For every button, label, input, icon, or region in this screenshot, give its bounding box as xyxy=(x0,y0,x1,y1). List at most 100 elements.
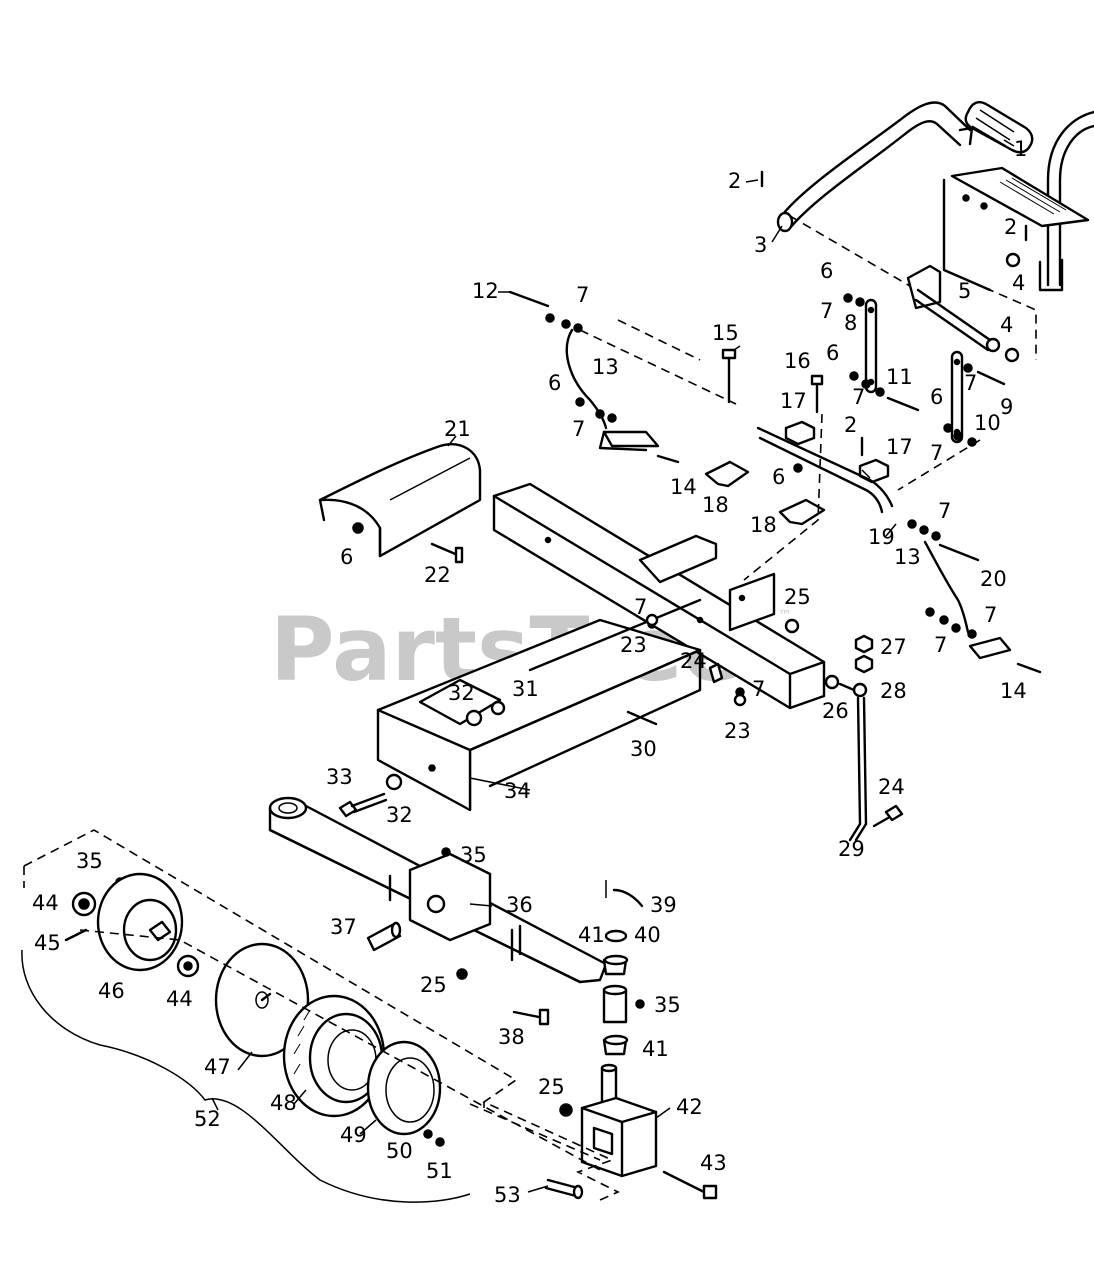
part-35-screw xyxy=(441,847,451,857)
label-part-21: 21 xyxy=(444,417,471,441)
part-9-bolt xyxy=(976,370,1006,386)
label-part-7: 7 xyxy=(634,595,647,619)
label-part-35: 35 xyxy=(76,849,103,873)
part-24-clip-line xyxy=(872,816,890,828)
label-part-20: 20 xyxy=(980,567,1007,591)
part-23-washer xyxy=(645,613,659,627)
label-part-7: 7 xyxy=(572,417,585,441)
part-26-washer xyxy=(824,674,840,690)
label-part-15: 15 xyxy=(712,321,739,345)
frame-assembly xyxy=(318,443,904,842)
label-part-6: 6 xyxy=(340,545,353,569)
label-part-42: 42 xyxy=(676,1095,703,1119)
part-14-bracket-right xyxy=(968,636,1042,674)
part-42-spindle xyxy=(580,1063,658,1178)
part-18-clip xyxy=(778,498,826,526)
label-part-43: 43 xyxy=(700,1151,727,1175)
label-part-7: 7 xyxy=(938,499,951,523)
label-part-9: 9 xyxy=(1000,395,1013,419)
label-part-22: 22 xyxy=(424,563,451,587)
part-23-washer xyxy=(733,693,747,707)
wheel-group-dashed-outline xyxy=(23,829,620,1201)
part-29-rod xyxy=(848,696,868,842)
label-part-18: 18 xyxy=(702,493,729,517)
leader-dashed xyxy=(579,329,737,405)
label-part-37: 37 xyxy=(330,915,357,939)
label-part-23: 23 xyxy=(724,719,751,743)
label-part-7: 7 xyxy=(576,283,589,307)
part-12-bolt xyxy=(508,290,550,308)
part-1-grip xyxy=(964,101,1034,154)
label-leaders xyxy=(211,139,1015,1193)
label-part-26: 26 xyxy=(822,699,849,723)
part-46-hub xyxy=(96,872,184,972)
part-24-clip xyxy=(884,804,904,822)
part-18-clip xyxy=(704,460,750,488)
label-part-29: 29 xyxy=(838,837,865,861)
part-45-bolt xyxy=(64,928,88,942)
part-36-axle xyxy=(268,796,608,984)
part-44-bearing xyxy=(71,891,97,917)
leader-dashed xyxy=(789,215,911,287)
part-27-nut xyxy=(854,654,874,674)
label-part-4: 4 xyxy=(1012,271,1025,295)
label-part-35: 35 xyxy=(460,843,487,867)
label-part-7: 7 xyxy=(752,677,765,701)
part-32-washer xyxy=(465,709,483,727)
part-10-link xyxy=(950,350,964,444)
part-37-bushing xyxy=(366,921,402,952)
label-part-44: 44 xyxy=(32,891,59,915)
leader-dashed xyxy=(743,413,823,581)
label-part-46: 46 xyxy=(98,979,125,1003)
label-part-6: 6 xyxy=(820,259,833,283)
part-13-cable-left xyxy=(565,328,608,430)
part-24-clip xyxy=(708,662,724,684)
label-part-7: 7 xyxy=(964,371,977,395)
part-25-nut xyxy=(456,968,468,980)
axle-assembly xyxy=(21,796,718,1203)
part-15-bolt xyxy=(721,348,737,404)
label-part-4: 4 xyxy=(1000,313,1013,337)
part-14-bracket-left xyxy=(598,430,680,464)
label-part-7: 7 xyxy=(930,441,943,465)
label-part-2: 2 xyxy=(844,413,857,437)
label-part-8: 8 xyxy=(844,311,857,335)
part-35-screw xyxy=(635,999,645,1009)
label-part-14: 14 xyxy=(1000,679,1027,703)
label-part-41: 41 xyxy=(642,1037,669,1061)
label-part-6: 6 xyxy=(930,385,943,409)
part-30-bolt xyxy=(626,710,658,726)
label-part-52: 52 xyxy=(194,1107,221,1131)
label-part-16: 16 xyxy=(784,349,811,373)
label-part-35: 35 xyxy=(654,993,681,1017)
part-20-bolt xyxy=(938,543,980,562)
part-17-block xyxy=(858,458,890,484)
part-51-screw xyxy=(435,1137,445,1147)
part-4-washer xyxy=(1004,347,1020,363)
label-part-6: 6 xyxy=(772,465,785,489)
label-part-6: 6 xyxy=(548,371,561,395)
label-part-23: 23 xyxy=(620,633,647,657)
label-part-7: 7 xyxy=(984,603,997,627)
part-48-tire xyxy=(282,994,386,1118)
part-32-washer xyxy=(385,773,403,791)
label-part-24: 24 xyxy=(680,649,707,673)
label-part-12: 12 xyxy=(472,279,499,303)
part-43-bolt xyxy=(662,1170,718,1200)
part-11-bolt xyxy=(886,396,920,412)
part-27-nut xyxy=(854,634,874,654)
label-part-7: 7 xyxy=(820,299,833,323)
label-part-6: 6 xyxy=(826,341,839,365)
part-labels: 1 2 2 2 3 4 4 5 6 6 6 6 6 6 7 7 7 7 7 7 … xyxy=(32,137,1027,1207)
label-part-7: 7 xyxy=(852,385,865,409)
part-4-washer xyxy=(985,337,1001,353)
part-25-nut xyxy=(559,1103,573,1117)
label-part-49: 49 xyxy=(340,1123,367,1147)
part-22-bolt xyxy=(430,542,464,564)
label-part-31: 31 xyxy=(512,677,539,701)
label-part-30: 30 xyxy=(630,737,657,761)
label-part-19: 19 xyxy=(868,525,895,549)
label-part-18: 18 xyxy=(750,513,777,537)
part-28-rod-end xyxy=(838,682,868,698)
handle-assembly xyxy=(352,101,1094,697)
